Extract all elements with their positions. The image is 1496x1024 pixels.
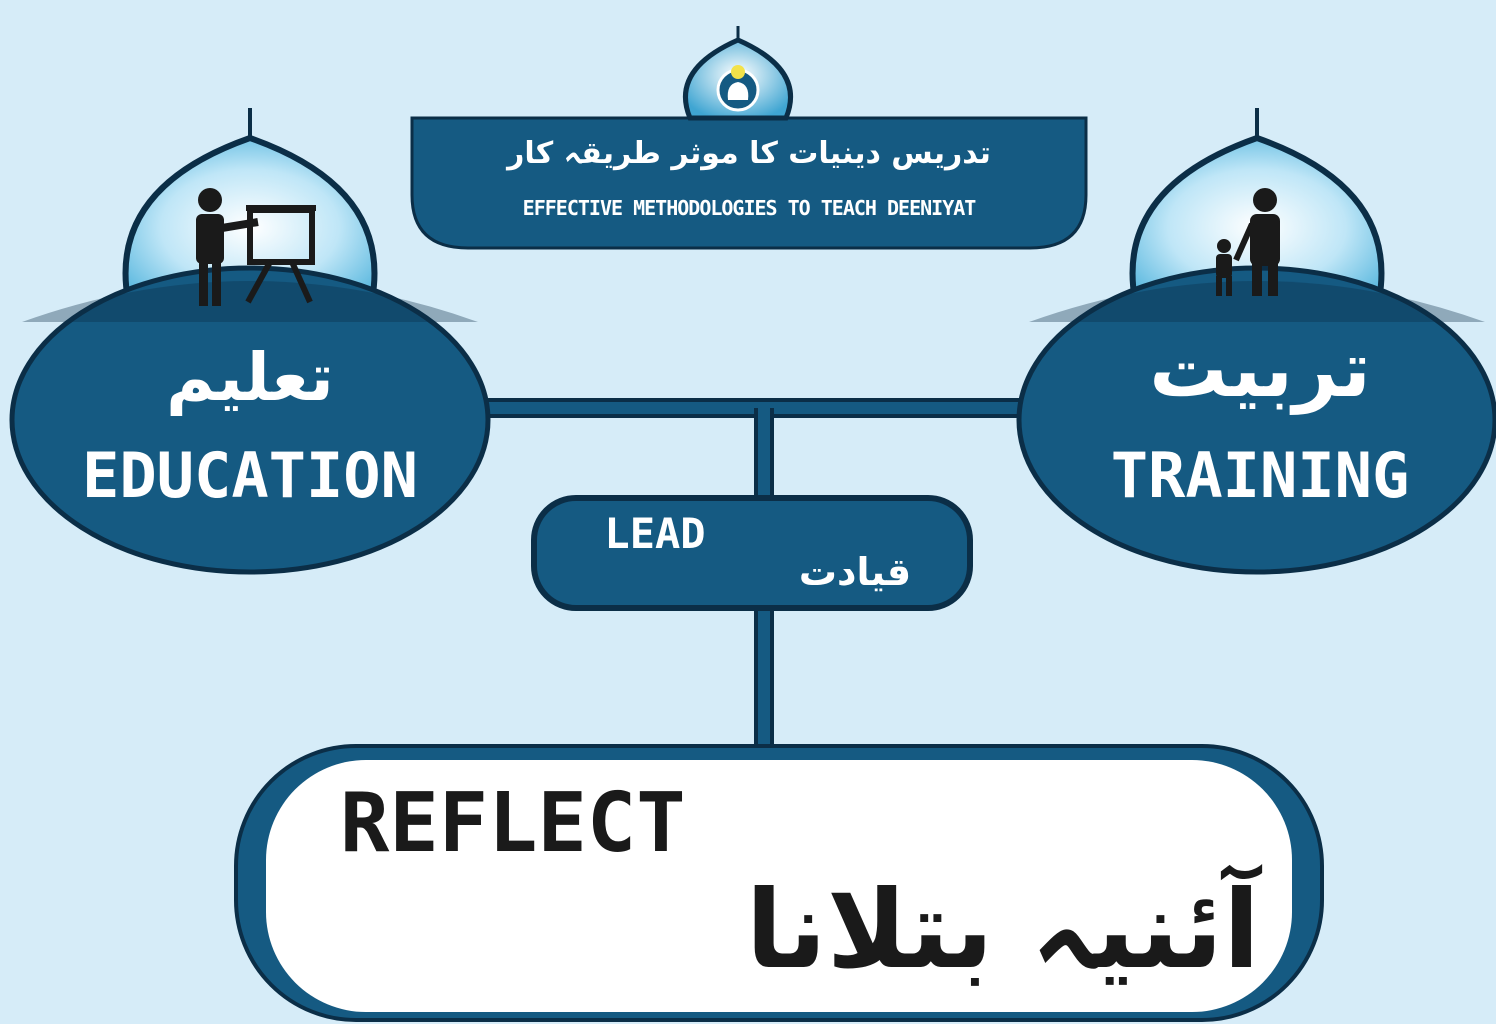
parent-child-icon (1216, 188, 1280, 296)
lead-box (531, 495, 973, 611)
training-label-english: TRAINING (1110, 439, 1410, 512)
reflect-label-english: REFLECT (340, 776, 686, 871)
crescent-icon (235, 60, 252, 94)
reflect-label-urdu: آئنیہ بتلانا (745, 868, 1260, 993)
reflect-box (234, 744, 1324, 1022)
lead-label-english: LEAD (604, 509, 706, 558)
training-node (1016, 60, 1496, 575)
education-node (9, 60, 491, 575)
header-title-urdu: تدریس دینیات کا موثر طریقہ کار (507, 136, 991, 171)
education-label-english: EDUCATION (82, 439, 418, 512)
teacher-board-icon (196, 188, 316, 306)
header-banner (410, 12, 1088, 250)
crescent-icon (1242, 60, 1259, 94)
lead-label-urdu: قیادت (798, 550, 912, 594)
header-title-english: EFFECTIVE METHODOLOGIES TO TEACH DEENIYA… (522, 196, 977, 220)
crescent-icon (735, 12, 742, 26)
education-label-urdu: تعلیم (166, 339, 334, 416)
lightbulb-head-icon (716, 65, 760, 112)
training-label-urdu: تربیت (1149, 325, 1371, 415)
